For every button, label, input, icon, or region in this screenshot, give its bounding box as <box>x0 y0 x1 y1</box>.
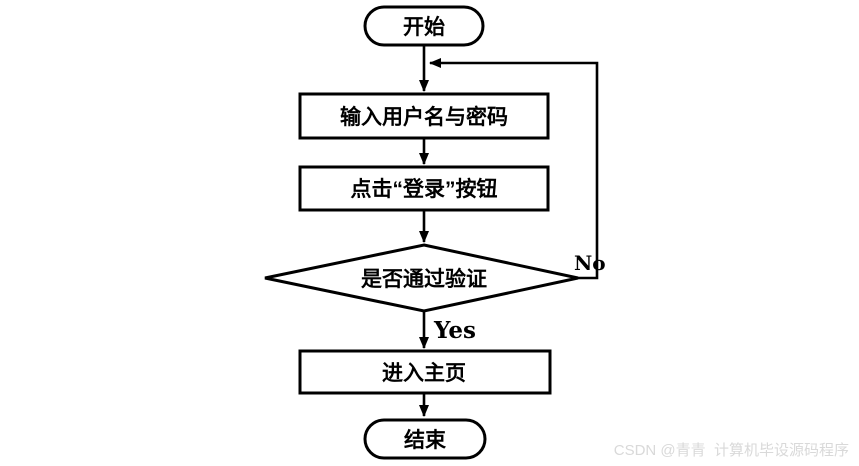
csdn-watermark: CSDN @青青 计算机毕设源码程序 <box>613 442 849 459</box>
click-login-label: 点击“登录”按钮 <box>351 177 498 201</box>
start-label: 开始 <box>403 15 445 39</box>
edge-label-no: No <box>574 251 606 275</box>
click-login-rect <box>298 165 550 212</box>
node-enter-home: 进入主页 <box>298 349 552 395</box>
input-credentials-label: 输入用户名与密码 <box>340 105 508 129</box>
start-stadium-shape <box>363 5 485 47</box>
end-stadium-shape <box>363 418 487 460</box>
edge-label-yes: Yes <box>433 317 476 344</box>
verify-label: 是否通过验证 <box>361 267 487 291</box>
edge-no-loop <box>429 58 599 280</box>
node-input-credentials: 输入用户名与密码 <box>298 92 550 140</box>
input-credentials-rect <box>298 92 550 140</box>
enter-home-label: 进入主页 <box>382 362 466 385</box>
node-start: 开始 <box>363 5 485 47</box>
end-label: 结束 <box>404 428 447 452</box>
node-click-login: 点击“登录”按钮 <box>298 165 550 212</box>
enter-home-rect <box>298 349 552 395</box>
verify-diamond-shape <box>264 243 579 313</box>
node-verify-decision: 是否通过验证 <box>264 243 579 313</box>
node-end: 结束 <box>363 418 487 460</box>
